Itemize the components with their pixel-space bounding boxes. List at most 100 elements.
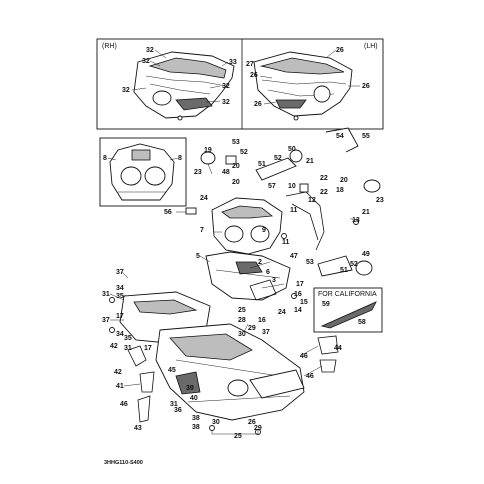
mirror-right bbox=[363, 179, 381, 193]
callout: 22 bbox=[320, 175, 328, 182]
upper-fairing-assembly bbox=[185, 127, 381, 301]
callout: 5 bbox=[196, 253, 200, 260]
duct-cap bbox=[355, 260, 373, 276]
inner-panel bbox=[205, 251, 291, 301]
callout: 20 bbox=[340, 177, 348, 184]
callout: 17 bbox=[144, 345, 152, 352]
callout: 48 bbox=[222, 169, 230, 176]
callout: 37 bbox=[116, 269, 124, 276]
callout: 26 bbox=[362, 83, 370, 90]
callout: 6 bbox=[266, 269, 270, 276]
cowl-vent bbox=[131, 149, 151, 161]
callout: 16 bbox=[258, 317, 266, 324]
callout: 56 bbox=[164, 209, 172, 216]
callout: 26 bbox=[250, 72, 258, 79]
lh-side-panel bbox=[253, 51, 353, 121]
callout: 38 bbox=[192, 415, 200, 422]
callout: 25 bbox=[238, 307, 246, 314]
california-canister bbox=[320, 301, 377, 329]
callout: 31 bbox=[170, 401, 178, 408]
callout: 20 bbox=[232, 163, 240, 170]
callout: 7 bbox=[200, 227, 204, 234]
callout: 58 bbox=[358, 319, 366, 326]
callout: 21 bbox=[306, 158, 314, 165]
callout: 30 bbox=[238, 331, 246, 338]
callout: 13 bbox=[352, 217, 360, 224]
headlight-right bbox=[144, 166, 166, 186]
callout: 59 bbox=[322, 301, 330, 308]
callout: 29 bbox=[248, 325, 256, 332]
inset-leaders bbox=[131, 49, 360, 105]
callout: 54 bbox=[336, 133, 344, 140]
callout: 26 bbox=[336, 47, 344, 54]
air-duct-lower bbox=[317, 255, 353, 277]
callout: 9 bbox=[262, 227, 266, 234]
callout: 29 bbox=[254, 425, 262, 432]
lower-cowling-assembly bbox=[109, 279, 339, 435]
callout: 51 bbox=[340, 267, 348, 274]
callout: 10 bbox=[288, 183, 296, 190]
callout: 26 bbox=[248, 419, 256, 426]
callout: 52 bbox=[350, 261, 358, 268]
front-cowl-inset bbox=[99, 137, 187, 207]
callout: 52 bbox=[274, 155, 282, 162]
mirror-stay-right bbox=[325, 127, 359, 153]
callout: 32 bbox=[122, 87, 130, 94]
callout: 24 bbox=[200, 195, 208, 202]
callout: 23 bbox=[376, 197, 384, 204]
callout: 44 bbox=[334, 345, 342, 352]
callout: 8 bbox=[178, 155, 182, 162]
callout: 49 bbox=[362, 251, 370, 258]
lh-caption: (LH) bbox=[364, 43, 378, 50]
callout: 41 bbox=[116, 383, 124, 390]
callout: 12 bbox=[308, 197, 316, 204]
callout: 34 bbox=[116, 285, 124, 292]
callout: 23 bbox=[194, 169, 202, 176]
rh-caption: (RH) bbox=[102, 43, 117, 50]
callout-labels: 32 32 32 32 32 33 26 26 26 26 27 8 8 53 … bbox=[102, 47, 384, 440]
callout: 36 bbox=[174, 407, 182, 414]
group-bracket bbox=[211, 430, 259, 435]
callout: 17 bbox=[296, 281, 304, 288]
callout: 27 bbox=[246, 61, 254, 68]
callout: 51 bbox=[258, 161, 266, 168]
main-leaders bbox=[109, 163, 357, 387]
california-caption: FOR CALIFORNIA bbox=[318, 291, 377, 298]
callout: 52 bbox=[240, 149, 248, 156]
callout: 31 bbox=[102, 291, 110, 298]
callout: 47 bbox=[290, 253, 298, 260]
callout: 57 bbox=[268, 183, 276, 190]
callout: 17 bbox=[116, 313, 124, 320]
callout: 32 bbox=[222, 83, 230, 90]
callout: 30 bbox=[212, 419, 220, 426]
rh-side-panel bbox=[133, 51, 235, 121]
callout: 32 bbox=[142, 58, 150, 65]
fairing-stay bbox=[285, 191, 325, 251]
callout: 24 bbox=[278, 309, 286, 316]
callout: 25 bbox=[234, 433, 242, 440]
callout: 2 bbox=[258, 259, 262, 266]
callout: 35 bbox=[116, 293, 124, 300]
callout: 46 bbox=[300, 353, 308, 360]
callout: 8 bbox=[103, 155, 107, 162]
callout: 35 bbox=[124, 335, 132, 342]
callout: 16 bbox=[294, 291, 302, 298]
callout: 45 bbox=[168, 367, 176, 374]
callout: 11 bbox=[290, 207, 298, 214]
callout: 37 bbox=[262, 329, 270, 336]
callout: 46 bbox=[120, 401, 128, 408]
headlight-left bbox=[120, 166, 142, 186]
callout: 15 bbox=[300, 299, 308, 306]
callout: 32 bbox=[146, 47, 154, 54]
fairing-headlight-r bbox=[250, 225, 270, 243]
callout: 32 bbox=[222, 99, 230, 106]
callout: 20 bbox=[232, 179, 240, 186]
callout: 22 bbox=[320, 189, 328, 196]
callout: 37 bbox=[102, 317, 110, 324]
callout: 42 bbox=[114, 369, 122, 376]
callout: 53 bbox=[306, 259, 314, 266]
callout: 11 bbox=[282, 239, 290, 246]
callout: 43 bbox=[134, 425, 142, 432]
callout: 28 bbox=[238, 317, 246, 324]
